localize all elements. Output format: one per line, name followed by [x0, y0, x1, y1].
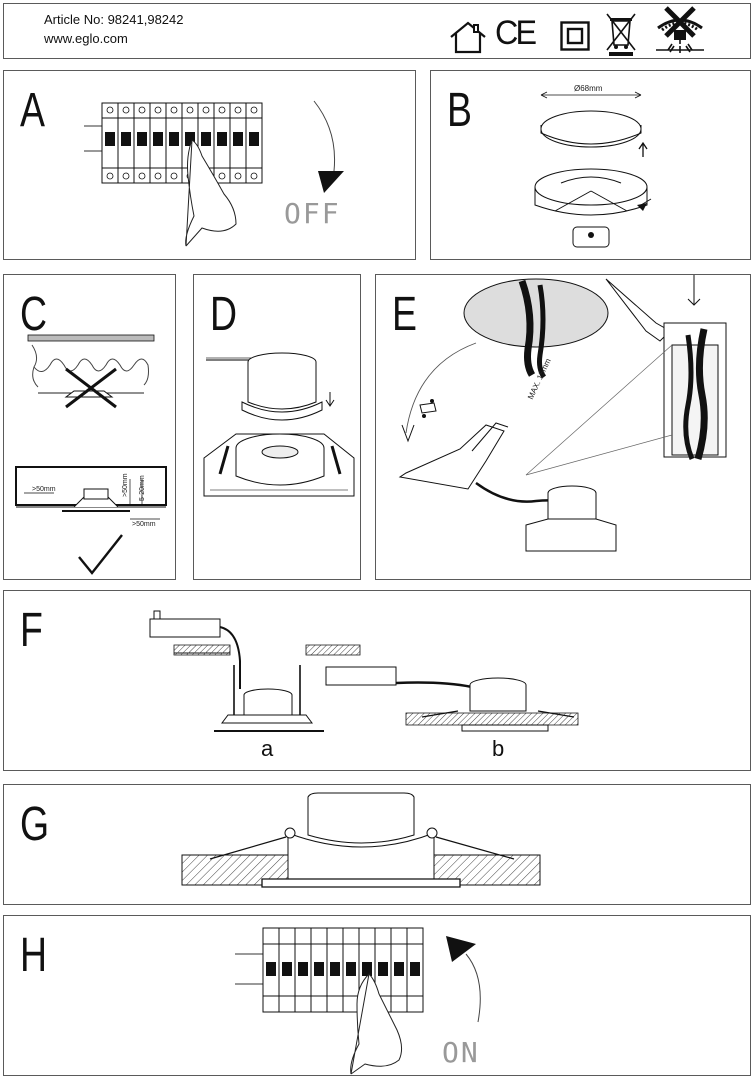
step-f-panel: F a b [3, 590, 751, 771]
clearance-side-label: >50mm [32, 486, 56, 493]
step-letter: H [20, 929, 48, 982]
step-c-panel: C >50mm >50mm 5-20mm >50mm [3, 274, 176, 580]
step-letter: B [447, 84, 472, 137]
ce-mark-icon: CE [495, 14, 537, 52]
header-panel: Article No: 98241,98242 www.eglo.com CE [3, 3, 751, 59]
website-url[interactable]: www.eglo.com [44, 31, 128, 46]
article-number: Article No: 98241,98242 [44, 12, 184, 27]
switch-off-label: OFF [284, 197, 341, 230]
breaker-panel-illustration [235, 927, 424, 1075]
breaker-panel-illustration [84, 102, 263, 247]
diameter-label: Ø68mm [574, 84, 603, 93]
variant-b-label: b [492, 736, 505, 761]
step-a-panel: A OFF [3, 70, 416, 260]
mounting-variant-a-illustration [149, 610, 361, 732]
rotate-arrow-icon [446, 936, 481, 1023]
switch-on-label: ON [442, 1036, 480, 1069]
clearance-top-label: >50mm [122, 473, 129, 497]
recess-depth-label: 5-20mm [139, 475, 146, 501]
step-g-panel: G [3, 784, 751, 905]
step-letter: C [20, 288, 48, 341]
wiring-illustration [398, 275, 727, 552]
step-letter: F [20, 604, 43, 657]
step-letter: A [20, 84, 45, 137]
no-insulation-cover-icon [656, 6, 704, 53]
class-ii-icon [560, 21, 590, 51]
step-letter: G [20, 798, 50, 851]
lamp-cover-illustration [534, 91, 652, 248]
variant-a-label: a [261, 736, 274, 761]
clearance-bottom-label: >50mm [132, 521, 156, 528]
step-h-panel: H ON [3, 915, 751, 1076]
mounting-variant-b-illustration [325, 666, 579, 732]
clearance-diagram [15, 466, 167, 520]
fitted-luminaire-illustration [181, 792, 541, 888]
module-insertion-illustration [203, 352, 355, 497]
rotate-arrow-icon [313, 100, 344, 193]
indoor-use-icon [450, 21, 486, 54]
step-letter: D [210, 288, 238, 341]
checkmark-icon [78, 534, 123, 575]
weee-bin-icon [606, 13, 636, 56]
step-letter: E [392, 288, 417, 341]
insulation-warning-illustration [27, 334, 155, 409]
step-d-panel: D [193, 274, 361, 580]
step-e-panel: E MAX. 15mm [375, 274, 751, 580]
step-b-panel: B Ø68mm [430, 70, 751, 260]
